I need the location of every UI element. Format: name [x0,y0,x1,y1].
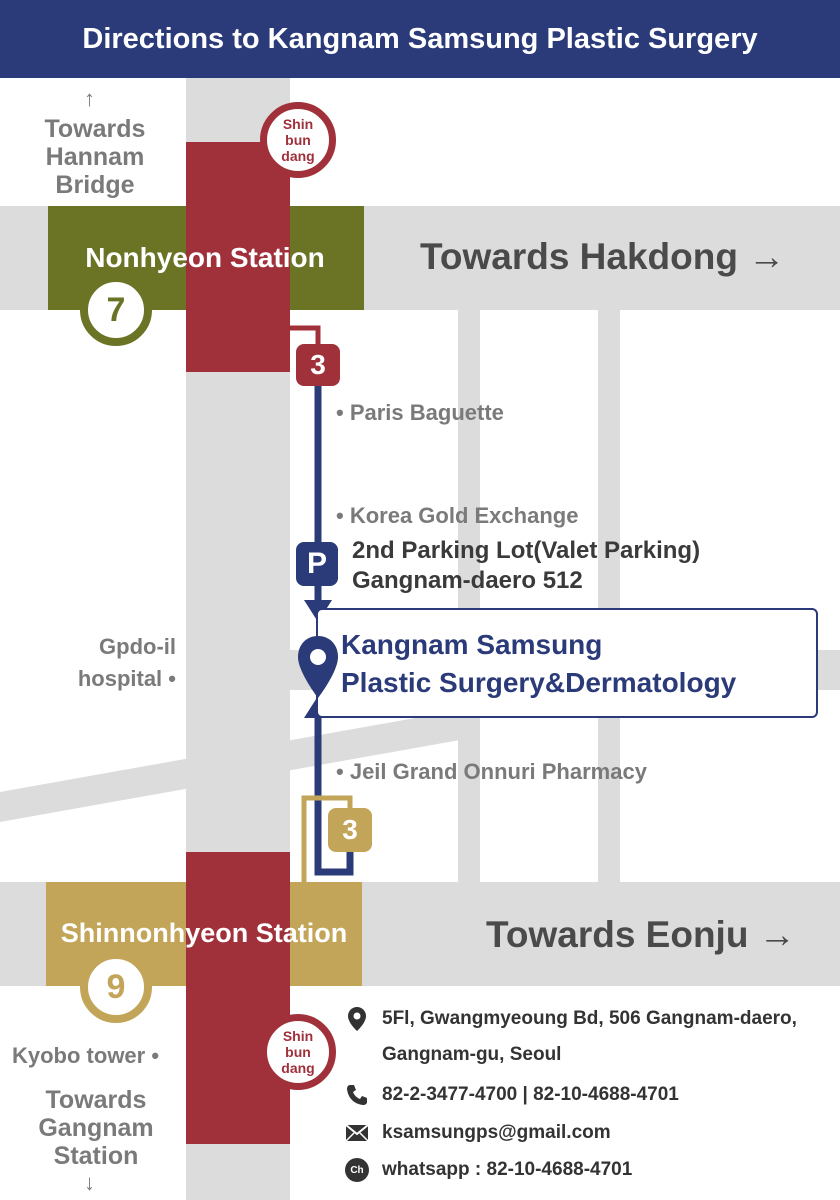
line9-number: 9 [106,967,126,1006]
landmark-kyobo: Kyobo tower • [12,1043,159,1069]
parking-line2: Gangnam-daero 512 [352,567,583,594]
landmark-paris-baguette: • Paris Baguette [336,400,504,426]
landmark-jeil: • Jeil Grand Onnuri Pharmacy [336,759,647,785]
line7-badge: 7 [80,274,152,346]
shinbundang-label: Shin bun dang [281,116,315,164]
email-text[interactable]: ksamsungps@gmail.com [382,1122,611,1143]
shinnonhyeon-station-name: Shinnonhyeon Station [60,918,348,948]
clinic-name-line1: Kangnam Samsung [341,629,603,660]
nonhyeon-exit-badge: 3 [296,344,340,386]
location-pin-icon [344,1006,370,1032]
towards-gangnam-label: Towards Gangnam Station [38,1086,154,1170]
shinnonhyeon-exit-badge: 3 [328,808,372,852]
towards-hannam-label: Towards Hannam Bridge [44,115,146,199]
towards-eonju-label: Towards Eonju → [486,914,796,956]
address-line1: 5Fl, Gwangmyeoung Bd, 506 Gangnam-daero, [382,1008,797,1029]
bullet-icon: • [336,503,350,528]
landmark-korea-gold: • Korea Gold Exchange [336,503,578,529]
arrow-up-icon: ↑ [84,86,95,111]
contact-email-row: ksamsungps@gmail.com [344,1120,611,1146]
towards-eonju-text: Towards Eonju [486,914,749,955]
arrow-right-icon: → [758,914,796,955]
nonhyeon-station-name: Nonhyeon Station [85,242,325,273]
shinbundang-label: Shin bun dang [281,1028,315,1076]
contact-address-row-2: Gangnam-gu, Seoul [382,1044,561,1066]
gpdo-text: Gpdo-il hospital [77,634,176,691]
contact-phone-row: 82-2-3477-4700 | 82-10-4688-4701 [344,1082,679,1108]
page-title: Directions to Kangnam Samsung Plastic Su… [0,0,840,78]
road-side-1 [458,310,480,882]
towards-hakdong-label: Towards Hakdong → [420,236,785,278]
clinic-name: Kangnam Samsung Plastic Surgery&Dermatol… [341,626,736,702]
phone-icon [344,1082,370,1108]
road-side-2 [598,310,620,882]
bullet-icon: • [336,400,350,425]
clinic-name-line2: Plastic Surgery&Dermatology [341,667,737,698]
chat-icon-label: Ch [345,1158,369,1182]
kyobo-text: Kyobo tower [12,1043,146,1068]
clinic-callout [316,608,818,718]
contact-whatsapp-row: Ch whatsapp : 82-10-4688-4701 [344,1157,632,1183]
parking-info: 2nd Parking Lot(Valet Parking) Gangnam-d… [352,536,700,596]
bullet-icon: • [336,759,350,784]
shinnonhyeon-station-overlap [186,882,290,986]
map-pin-icon [298,636,338,698]
bullet-icon: • [145,1043,160,1068]
korea-gold-text: Korea Gold Exchange [349,503,579,528]
line9-badge: 9 [80,951,152,1023]
arrow-right-icon: → [748,236,786,277]
address-line2: Gangnam-gu, Seoul [382,1044,562,1065]
landmark-gpdo: Gpdo-il hospital • [56,631,176,695]
shinbundang-badge-top: Shin bun dang [260,102,336,178]
whatsapp-text[interactable]: whatsapp : 82-10-4688-4701 [382,1159,633,1180]
parking-line1: 2nd Parking Lot(Valet Parking) [352,537,701,564]
mail-icon [344,1120,370,1146]
shinbundang-badge-bottom: Shin bun dang [260,1014,336,1090]
road-diagonal [0,710,460,822]
paris-baguette-text: Paris Baguette [349,400,504,425]
arrow-down-icon: ↓ [84,1170,95,1195]
parking-icon: P [296,542,338,586]
towards-hakdong-text: Towards Hakdong [420,236,738,277]
phone-text[interactable]: 82-2-3477-4700 | 82-10-4688-4701 [382,1084,679,1105]
jeil-text: Jeil Grand Onnuri Pharmacy [349,759,647,784]
nonhyeon-station-overlap [186,206,290,310]
chat-icon: Ch [344,1157,370,1183]
contact-address-row: 5Fl, Gwangmyeoung Bd, 506 Gangnam-daero, [344,1006,797,1032]
bullet-icon: • [162,666,176,691]
line7-number: 7 [106,290,126,329]
